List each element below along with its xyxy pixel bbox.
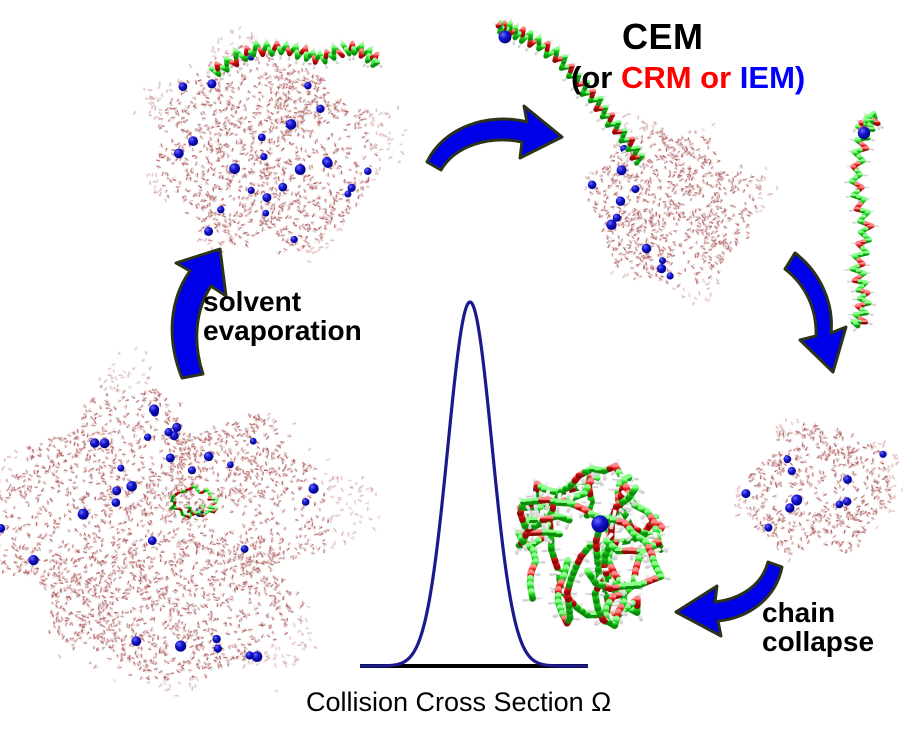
subtitle-close-paren: ) bbox=[794, 60, 806, 95]
subtitle-iem: IEM bbox=[739, 60, 795, 95]
subtitle-crm: CRM bbox=[620, 60, 692, 95]
arrow-top bbox=[425, 104, 564, 172]
page-subtitle-mechanisms: (or CRM or IEM) bbox=[571, 60, 806, 95]
chain-collapsed-globule bbox=[510, 456, 672, 629]
page-title-cem: CEM bbox=[622, 16, 704, 57]
droplet-medium-top-left bbox=[132, 25, 408, 264]
droplet-medium-top-right bbox=[584, 110, 780, 306]
chain-extended-free bbox=[844, 110, 884, 332]
arrow-evaporation bbox=[170, 247, 228, 380]
axis-label-collision-cross-section: Collision Cross Section Ω bbox=[306, 687, 612, 717]
arrow-right bbox=[783, 251, 848, 374]
droplet-small-bottom-right bbox=[733, 418, 905, 563]
subtitle-or-1: or bbox=[691, 60, 740, 95]
subtitle-open-paren: (or bbox=[571, 60, 621, 95]
arrow-bottom bbox=[674, 560, 784, 638]
label-solvent-evaporation: solvent evaporation bbox=[203, 286, 362, 347]
chain-ejecting-cem bbox=[491, 15, 649, 169]
label-chain-collapse: chain collapse bbox=[762, 597, 875, 658]
ccs-gaussian-peak bbox=[359, 300, 589, 668]
droplet-large-bottom-left bbox=[0, 345, 381, 697]
